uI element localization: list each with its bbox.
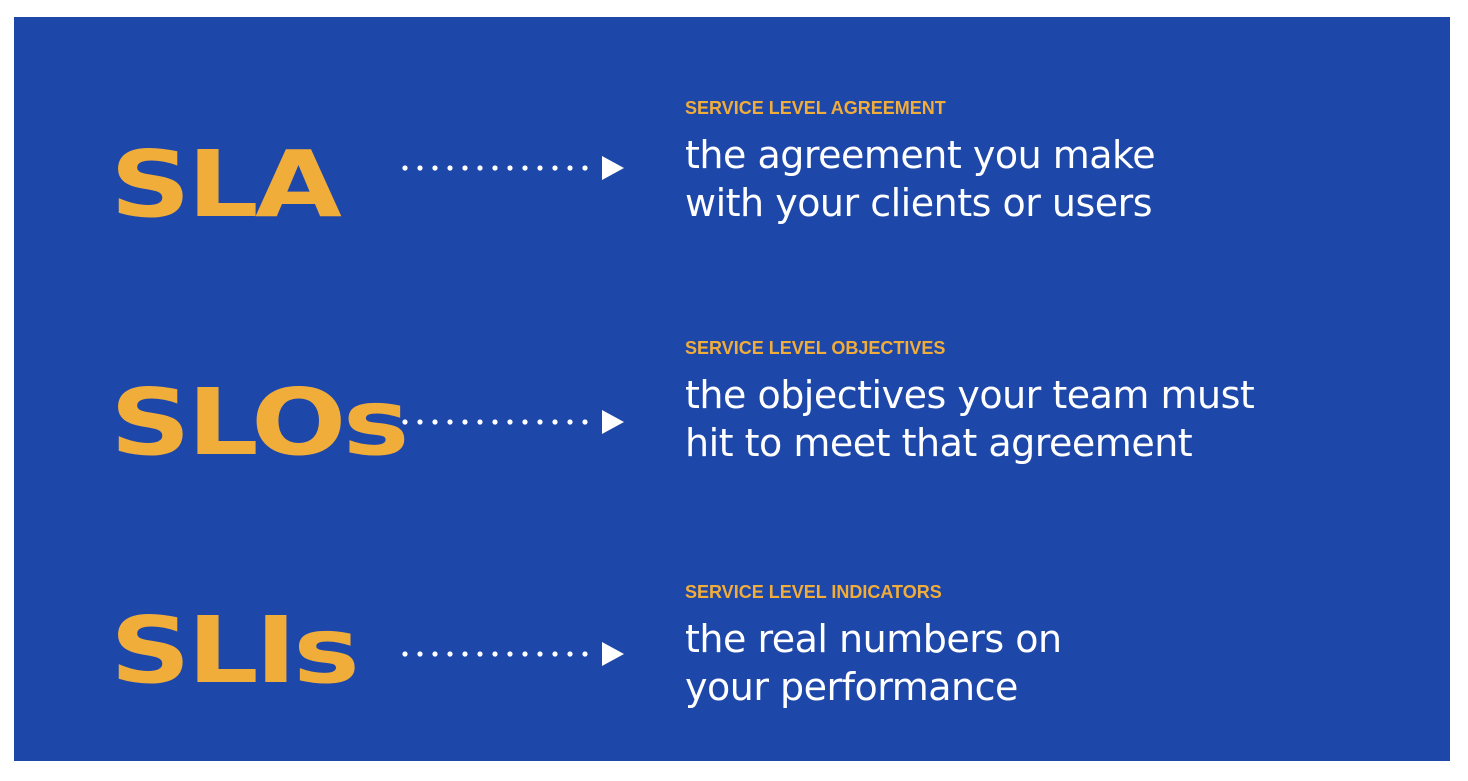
dotted-arrow-right-icon (400, 153, 634, 183)
slos-acronym: SLOs (110, 369, 410, 476)
slis-definition-line: the real numbers on (685, 617, 1062, 661)
sla-description: SERVICE LEVEL AGREEMENT the agreement yo… (685, 97, 1156, 227)
diagram-panel: SLA SERVICE LEVEL AGREEMENT the agreemen… (14, 17, 1450, 761)
sla-definition: the agreement you make with your clients… (685, 131, 1156, 227)
slis-caption: SERVICE LEVEL INDICATORS (685, 582, 942, 602)
slos-description: SERVICE LEVEL OBJECTIVES the objectives … (685, 337, 1255, 467)
dotted-arrow-right-icon (400, 639, 634, 669)
slis-definition-line: your performance (685, 665, 1018, 709)
slis-acronym: SLIs (110, 597, 360, 704)
dotted-arrow-right-icon (400, 407, 634, 437)
slos-caption: SERVICE LEVEL OBJECTIVES (685, 338, 946, 358)
slis-definition: the real numbers on your performance (685, 615, 1062, 711)
slos-definition: the objectives your team must hit to mee… (685, 371, 1255, 467)
slos-definition-line: the objectives your team must (685, 373, 1255, 417)
slos-row: SLOs SERVICE LEVEL OBJECTIVES the object… (14, 337, 1450, 537)
sla-definition-line: the agreement you make (685, 133, 1156, 177)
sla-definition-line: with your clients or users (685, 181, 1153, 225)
sla-acronym: SLA (110, 131, 342, 238)
slos-definition-line: hit to meet that agreement (685, 421, 1193, 465)
sla-row: SLA SERVICE LEVEL AGREEMENT the agreemen… (14, 97, 1450, 297)
slis-row: SLIs SERVICE LEVEL INDICATORS the real n… (14, 581, 1450, 781)
slis-description: SERVICE LEVEL INDICATORS the real number… (685, 581, 1062, 711)
sla-caption: SERVICE LEVEL AGREEMENT (685, 98, 946, 118)
